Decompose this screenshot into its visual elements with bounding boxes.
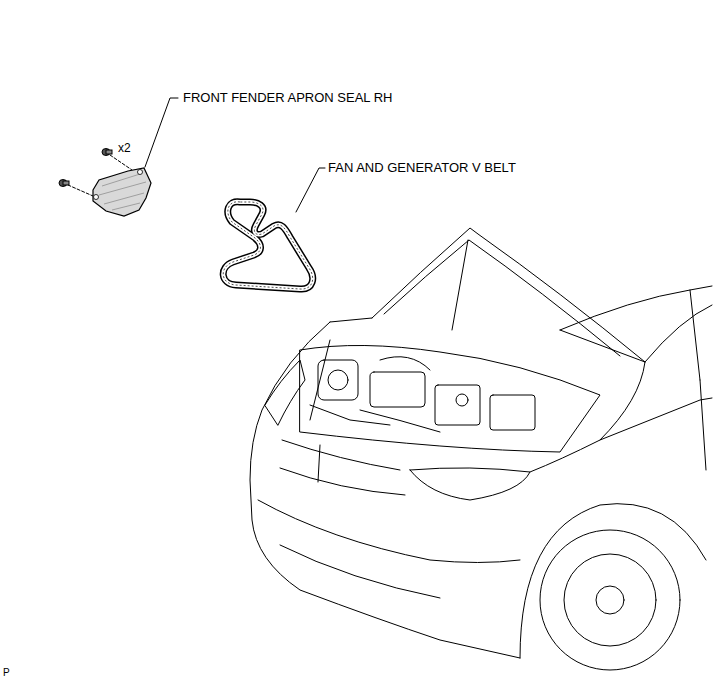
vehicle <box>250 228 712 670</box>
v-belt <box>223 202 312 289</box>
leader-line <box>145 98 178 167</box>
quantity-label: x2 <box>118 141 131 155</box>
bolt-guide <box>68 185 93 196</box>
apron-seal <box>93 168 151 216</box>
bolt-guide <box>110 155 132 170</box>
figure-code: P <box>3 667 10 678</box>
leader-line <box>296 168 325 212</box>
part-name: FAN AND GENERATOR V BELT <box>328 160 516 175</box>
part-name: FRONT FENDER APRON SEAL RH <box>183 90 392 105</box>
